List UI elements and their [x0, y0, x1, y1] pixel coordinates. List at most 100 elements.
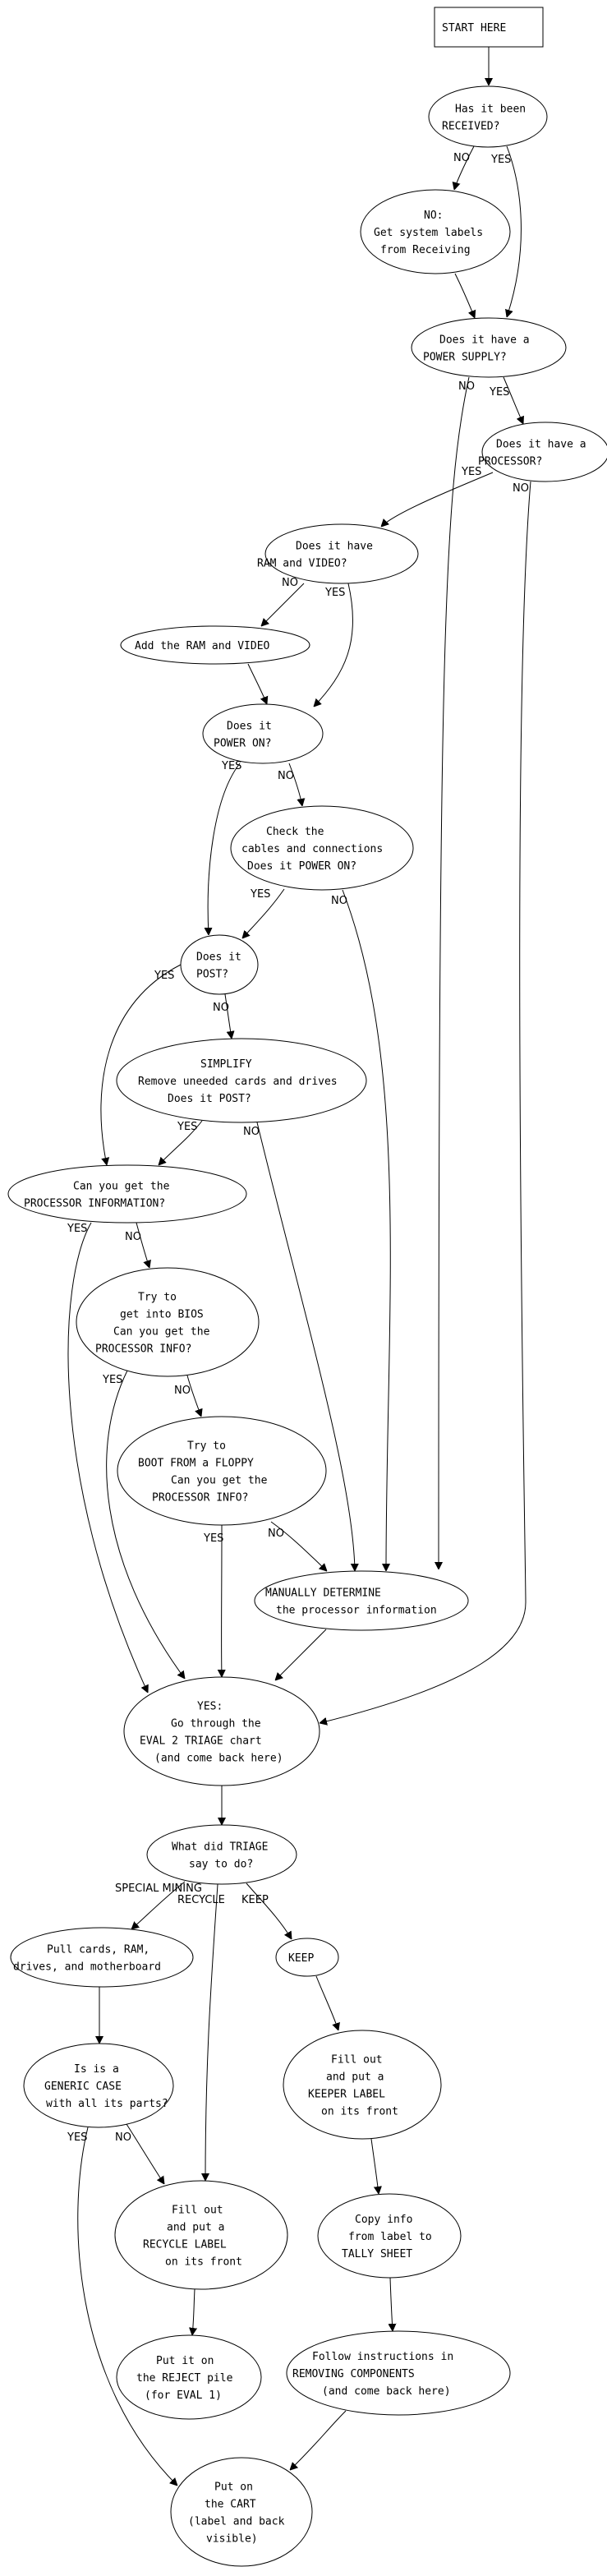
node-text-line: Does it POWER ON?: [247, 860, 356, 873]
node-text-line: Put it on: [156, 2355, 214, 2367]
node-ellipse: [283, 2030, 442, 2140]
node-cart: Put on the CART (label and back visible): [170, 2457, 313, 2567]
edge-ram-video-to-add-ram: [261, 583, 305, 626]
edge-simplify-to-manual: [256, 1122, 355, 1571]
node-start: START HERE: [434, 7, 544, 48]
edge-get-labels-to-power-supply: [454, 273, 475, 318]
node-text-line: What did TRIAGE: [172, 1841, 268, 1854]
node-text-line: PROCESSOR?: [478, 456, 542, 468]
node-text-line: SIMPLIFY: [200, 1058, 252, 1071]
edge-floppy-to-manual: [270, 1521, 327, 1571]
node-text-line: MANUALLY DETERMINE: [265, 1588, 381, 1600]
node-text-line: Get system labels: [374, 227, 483, 239]
edge-label-no: NO: [278, 770, 294, 782]
node-text-line: Try to: [187, 1440, 226, 1453]
edge-label-keep: KEEP: [241, 1894, 269, 1906]
node-text-line: drives, and motherboard: [13, 1961, 161, 1974]
node-text-line: REMOVING COMPONENTS: [292, 2368, 415, 2380]
node-text-line: Does it have: [296, 541, 373, 553]
edge-post-to-simplify: [224, 993, 232, 1039]
node-ellipse: [360, 189, 511, 274]
edge-power-supply-to-processor: [503, 376, 523, 424]
edge-keeper-label-to-tally: [370, 2138, 379, 2194]
node-text-line: (and come back here): [154, 1753, 283, 1765]
node-text-line: the CART: [205, 2499, 256, 2511]
node-text-line: Fill out: [331, 2054, 383, 2067]
node-processor: Does it have a PROCESSOR?: [478, 422, 607, 482]
node-ellipse: [146, 1824, 297, 1885]
edge-label-no: NO: [331, 895, 347, 907]
edge-processor-to-ram-video: [381, 472, 494, 527]
node-text-line: Can you get the: [171, 1475, 268, 1487]
node-text-line: Put on: [214, 2482, 253, 2494]
edge-label-no: NO: [282, 577, 298, 589]
edge-label-no: NO: [213, 1002, 229, 1014]
node-keep: KEEP: [275, 1938, 339, 1977]
node-text-line: BOOT FROM a FLOPPY: [138, 1458, 254, 1470]
node-ellipse: [275, 1938, 339, 1977]
edge-label-yes: YES: [102, 1374, 122, 1386]
edge-power-on-to-post: [208, 763, 241, 935]
edge-tally-to-removing: [390, 2277, 393, 2331]
node-ellipse: [76, 1267, 260, 1377]
node-text-line: RAM and VIDEO?: [257, 558, 347, 570]
edge-label-yes: YES: [490, 154, 511, 166]
edge-processor-to-eval2: [320, 481, 531, 1723]
edge-label-yes: YES: [221, 760, 241, 772]
node-text-line: from Receiving: [380, 244, 471, 256]
node-text-line: EVAL 2 TRIAGE chart: [140, 1735, 262, 1748]
node-ellipse: [286, 2330, 511, 2416]
node-text-line: from label to: [348, 2231, 432, 2243]
node-ellipse: [254, 1570, 469, 1631]
node-ellipse: [123, 1676, 320, 1786]
node-text-line: NO:: [424, 210, 443, 222]
node-text-line: RECYCLE LABEL: [143, 2239, 227, 2251]
edge-recycle-label-to-reject: [192, 2288, 195, 2335]
node-text-line: Can you get the: [73, 1181, 170, 1193]
node-ellipse: [202, 703, 324, 764]
edge-triage-to-recycle-label: [205, 1883, 218, 2181]
edge-label-no: NO: [115, 2131, 131, 2144]
node-text-line: (label and back: [188, 2516, 285, 2528]
edge-triage-to-pull-cards: [131, 1881, 186, 1929]
edge-label-yes: YES: [461, 466, 481, 478]
node-text-line: Copy info: [355, 2214, 412, 2226]
node-ellipse: [114, 2180, 288, 2290]
edge-label-yes: YES: [203, 1532, 223, 1545]
node-ellipse: [23, 2043, 174, 2128]
node-text-line: POWER ON?: [214, 738, 271, 750]
edge-bios-to-eval2: [106, 1370, 185, 1679]
node-text-line: Go through the: [171, 1718, 261, 1730]
node-text-line: visible): [206, 2533, 258, 2546]
node-ellipse: [117, 1416, 327, 1526]
edge-label-no: NO: [125, 1231, 141, 1243]
node-text-line: on its front: [165, 2256, 242, 2269]
node-text-line: Pull cards, RAM,: [47, 1944, 149, 1956]
edge-triage-to-keep: [246, 1882, 292, 1939]
node-text-line: GENERIC CASE: [44, 2081, 122, 2093]
node-text-line: Follow instructions in: [312, 2351, 453, 2363]
node-ellipse: [411, 317, 567, 378]
edge-received-to-power-supply: [507, 145, 522, 317]
node-text-line: (and come back here): [322, 2385, 451, 2398]
node-text-line: on its front: [321, 2106, 398, 2118]
node-text-line: Try to: [138, 1292, 177, 1304]
node-text-line: Check the: [266, 826, 324, 838]
edge-label-yes: YES: [489, 386, 509, 399]
node-add-ram: Add the RAM and VIDEO: [120, 625, 310, 665]
node-removing: Follow instructions in REMOVING COMPONENT…: [286, 2330, 511, 2416]
node-text-line: Add the RAM and VIDEO: [135, 640, 270, 652]
node-text-line: with all its parts?: [46, 2098, 168, 2110]
node-get-labels: NO: Get system labels from Receiving: [360, 189, 511, 274]
node-text-line: POWER SUPPLY?: [423, 352, 507, 364]
edge-add-ram-to-power-on: [247, 663, 267, 704]
node-text-line: Does it have a: [496, 439, 586, 451]
